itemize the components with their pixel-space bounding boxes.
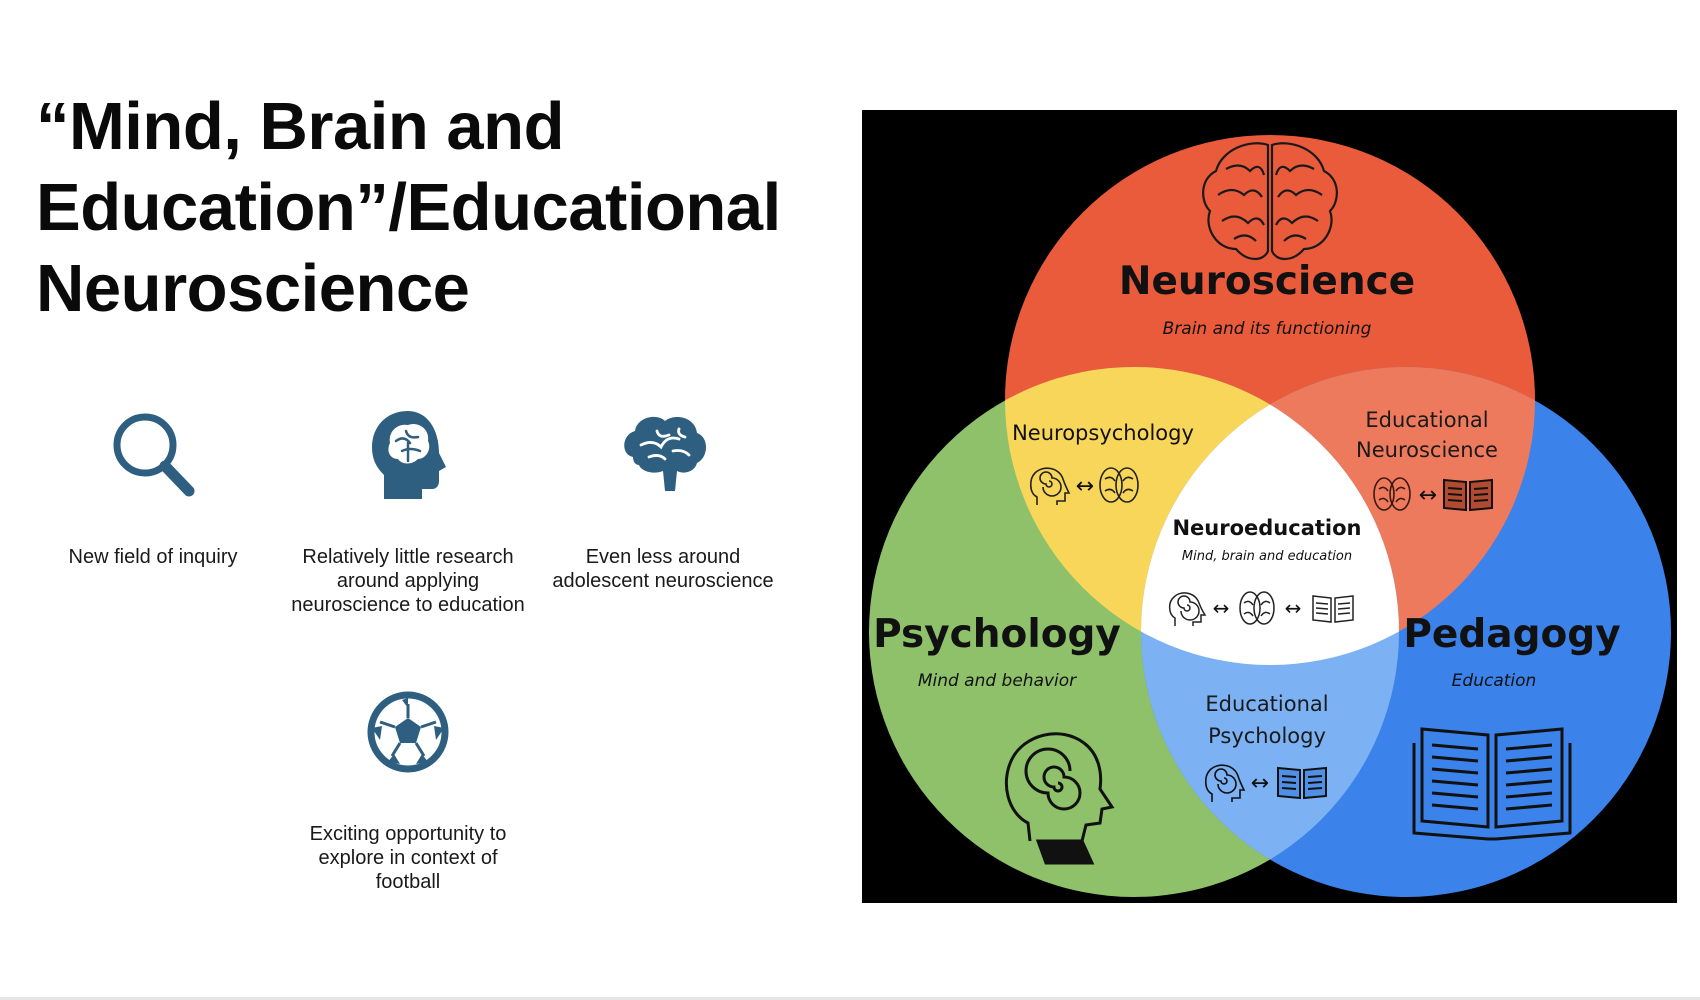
- neuropsychology-icons: ↔: [1029, 467, 1139, 505]
- educational-neuroscience-line1: Educational: [1365, 408, 1488, 432]
- bottom-rule: [0, 997, 1700, 1000]
- feature-label: Exciting opportunity to explore in conte…: [309, 823, 507, 893]
- pedagogy-subtitle: Education: [1452, 671, 1537, 691]
- open-book-icon: [1443, 478, 1493, 512]
- neuroscience-subtitle: Brain and its functioning: [1163, 319, 1372, 339]
- slide-title: “Mind, Brain and Education”/Educational …: [36, 86, 796, 329]
- neuroeducation-icons: ↔ ↔: [1168, 591, 1354, 626]
- educational-psychology-line1: Educational: [1205, 692, 1328, 716]
- brain-icon: [624, 416, 706, 491]
- neuroeducation-title: Neuroeducation: [1172, 516, 1361, 540]
- mind-spiral-icon: [1204, 764, 1246, 802]
- arrow-glyph: ↔: [1251, 771, 1269, 796]
- psychology-title: Psychology: [873, 612, 1121, 657]
- feature-football: Exciting opportunity to explore in conte…: [288, 682, 528, 894]
- educational-psychology-icons: ↔: [1204, 764, 1327, 802]
- head-with-brain-icon: [372, 411, 446, 499]
- arrow-glyph: ↔: [1076, 474, 1094, 499]
- mind-spiral-icon: [1029, 467, 1071, 505]
- feature-adolescent: Even less around adolescent neuroscience: [543, 405, 783, 593]
- feature-label: Even less around adolescent neuroscience: [552, 546, 774, 592]
- educational-neuroscience-icons: ↔: [1373, 477, 1493, 512]
- educational-neuroscience-line2: Neuroscience: [1356, 438, 1498, 462]
- neuroscience-brain-icon: [1202, 142, 1338, 261]
- feature-label: New field of inquiry: [68, 546, 238, 568]
- open-book-icon: [1312, 595, 1354, 623]
- psychology-subtitle: Mind and behavior: [918, 671, 1077, 691]
- brain-outline-icon: [1099, 467, 1139, 503]
- neuroeducation-subtitle: Mind, brain and education: [1182, 549, 1352, 564]
- title-line-1: “Mind, Brain and: [36, 89, 565, 164]
- open-book-icon: [1412, 727, 1572, 841]
- brain-outline-icon: [1239, 591, 1275, 625]
- feature-label: Relatively little research around applyi…: [291, 546, 525, 616]
- pedagogy-title: Pedagogy: [1403, 612, 1620, 657]
- educational-psychology-line2: Psychology: [1208, 724, 1326, 748]
- arrow-glyph: ↔: [1419, 483, 1437, 508]
- title-line-2: Education”/Educational: [36, 170, 781, 245]
- neuroeducation-region: [1141, 367, 1399, 665]
- venn-diagram: Neuroscience Brain and its functioning N…: [862, 110, 1677, 903]
- arrow-glyph: ↔: [1285, 596, 1302, 620]
- magnifying-glass-icon: [113, 413, 195, 497]
- arrow-glyph: ↔: [1213, 596, 1230, 620]
- mind-spiral-icon: [1004, 732, 1115, 865]
- brain-outline-icon: [1373, 477, 1411, 511]
- soccer-ball-icon: [367, 691, 449, 773]
- feature-little-research: Relatively little research around applyi…: [288, 405, 528, 617]
- venn-diagram-panel: Neuroscience Brain and its functioning N…: [862, 110, 1677, 903]
- neuroscience-title: Neuroscience: [1119, 259, 1415, 304]
- mind-spiral-icon: [1168, 592, 1207, 626]
- title-line-3: Neuroscience: [36, 251, 470, 326]
- neuropsychology-label: Neuropsychology: [1012, 421, 1194, 445]
- open-book-icon: [1277, 766, 1327, 800]
- feature-new-field: New field of inquiry: [33, 405, 273, 569]
